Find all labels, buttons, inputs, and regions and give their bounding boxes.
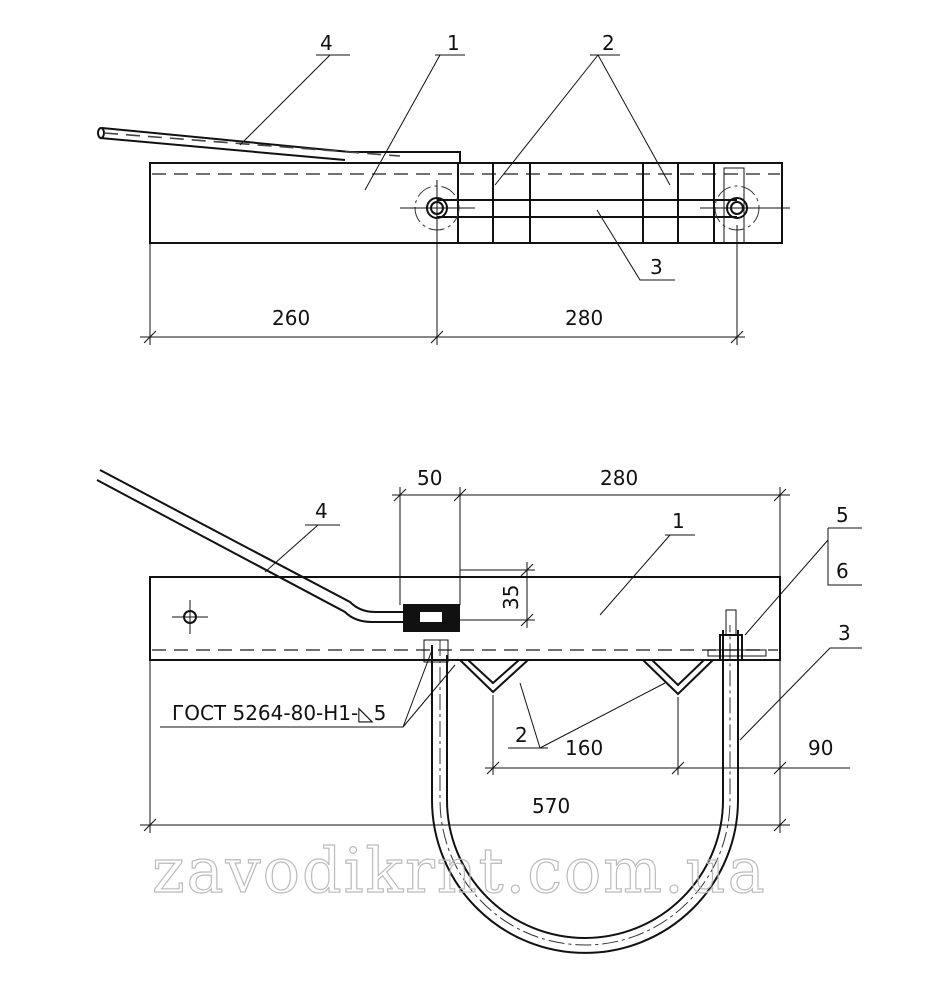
rod-part-4 bbox=[99, 127, 461, 163]
dim-280: 280 bbox=[600, 466, 638, 490]
u-bolt-part-3 bbox=[437, 199, 737, 218]
plate-body bbox=[149, 162, 783, 244]
dim-160: 160 bbox=[565, 736, 603, 760]
watermark: zavodikrnt.com.ua bbox=[152, 834, 767, 907]
dim-50: 50 bbox=[417, 466, 442, 490]
dim-570: 570 bbox=[532, 794, 570, 818]
dimension-lines bbox=[140, 180, 745, 345]
callout-6: 6 bbox=[836, 559, 849, 583]
callout-2: 2 bbox=[515, 723, 528, 747]
callout-5: 5 bbox=[836, 503, 849, 527]
v-bracket-right bbox=[642, 659, 714, 696]
callout-4: 4 bbox=[315, 499, 328, 523]
top-view: 260 280 4 1 2 3 bbox=[97, 31, 790, 345]
dim-260: 260 bbox=[272, 306, 310, 330]
plate-body bbox=[149, 576, 781, 661]
bolt-right bbox=[700, 185, 790, 231]
washer-part-6 bbox=[707, 649, 767, 657]
callout-3: 3 bbox=[838, 621, 851, 645]
dim-280: 280 bbox=[565, 306, 603, 330]
callout-4: 4 bbox=[320, 31, 333, 55]
dim-35: 35 bbox=[499, 585, 523, 610]
callout-1: 1 bbox=[447, 31, 460, 55]
u-bolt-part-3 bbox=[431, 630, 739, 954]
weld-note: ГОСТ 5264-80-Н1-◺5 bbox=[172, 701, 386, 725]
v-bracket-left bbox=[459, 659, 529, 694]
clamp-brackets bbox=[457, 163, 745, 244]
rod-part-4 bbox=[96, 469, 405, 623]
callout-2: 2 bbox=[602, 31, 615, 55]
dim-90: 90 bbox=[808, 736, 833, 760]
callout-3: 3 bbox=[650, 255, 663, 279]
callout-1: 1 bbox=[672, 509, 685, 533]
dimension-lines bbox=[140, 487, 850, 833]
side-view: 50 280 35 160 90 570 4 1 5 6 3 2 ГОСТ 52… bbox=[96, 466, 862, 954]
